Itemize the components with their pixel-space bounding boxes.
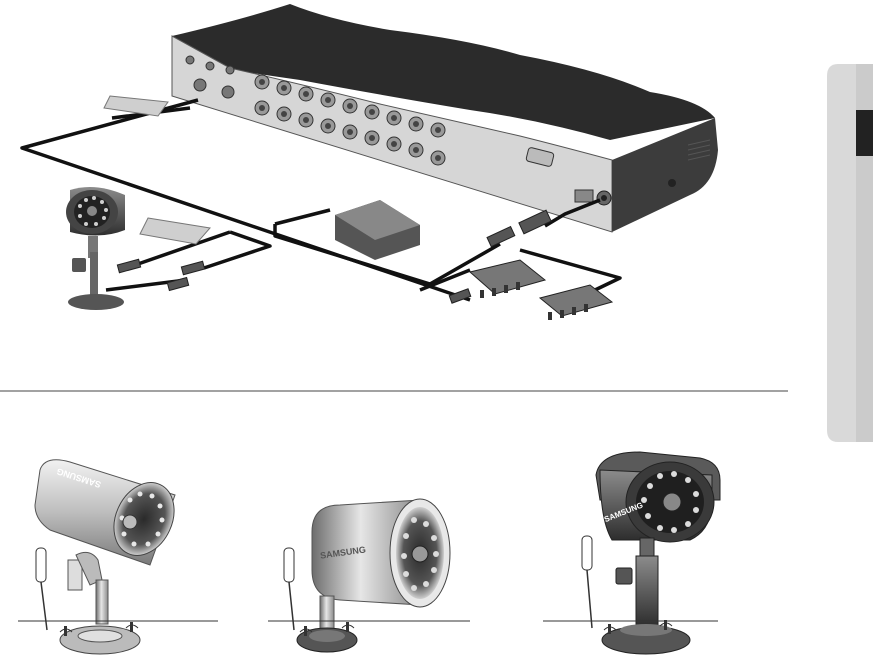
camera-silver-angled: SAMSUNG (35, 460, 185, 654)
camera-connected (66, 187, 125, 310)
chapter-tab-active-marker (856, 110, 873, 156)
power-adapter (335, 200, 420, 260)
lan-port (575, 190, 593, 202)
camera-dark-hooded: SAMSUNG (596, 452, 720, 654)
cable-label-tag (140, 218, 210, 244)
screwdriver-icon (582, 536, 592, 628)
dc-plug (487, 227, 515, 247)
screwdriver-icon (284, 548, 294, 630)
dvr-unit (172, 4, 718, 232)
screwdriver-icon (36, 548, 47, 630)
cable-label-tag (104, 96, 168, 116)
camera-silver-cylinder: SAMSUNG (297, 499, 450, 652)
ground-screw-icon (668, 179, 676, 187)
screw-rotation-icon (60, 623, 672, 632)
chapter-tab (827, 64, 873, 442)
